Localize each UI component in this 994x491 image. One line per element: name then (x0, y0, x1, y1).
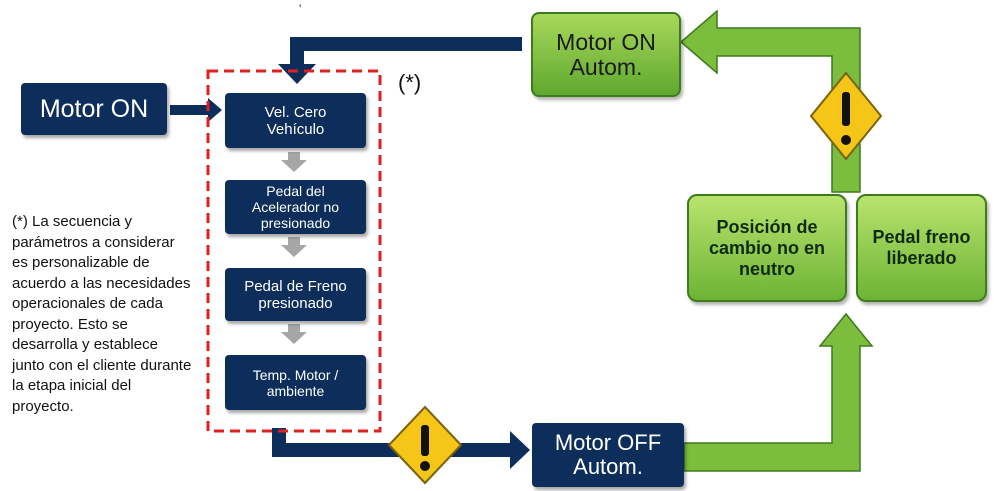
warning-icon (387, 405, 463, 485)
warning-icon (809, 71, 883, 161)
return-arrow (278, 37, 522, 84)
motor-on-autom-box: Motor ON Autom. (531, 12, 681, 97)
motor-off-autom-box: Motor OFF Autom. (532, 423, 684, 487)
temp-motor-box: Temp. Motor / ambiente (225, 355, 366, 410)
green-up-arrow (683, 312, 874, 472)
pedal-freno-presionado-box: Pedal de Freno presionado (225, 268, 366, 321)
stray-mark: ' (299, 2, 302, 16)
asterisk-marker: (*) (398, 70, 422, 95)
sequence-dashed-frame (206, 69, 382, 433)
pedal-acelerador-box: Pedal del Acelerador no presionado (225, 180, 366, 234)
motor-on-arrow (170, 98, 222, 122)
down-arrow-icon (281, 152, 307, 344)
motor-on-box: Motor ON (21, 83, 167, 135)
posicion-cambio-box: Posición de cambio no en neutro (687, 194, 847, 302)
pedal-freno-liberado-box: Pedal freno liberado (856, 194, 987, 302)
vel-cero-box: Vel. Cero Vehículo (225, 93, 366, 148)
footnote-text: (*) La secuencia y parámetros a consider… (12, 213, 192, 415)
